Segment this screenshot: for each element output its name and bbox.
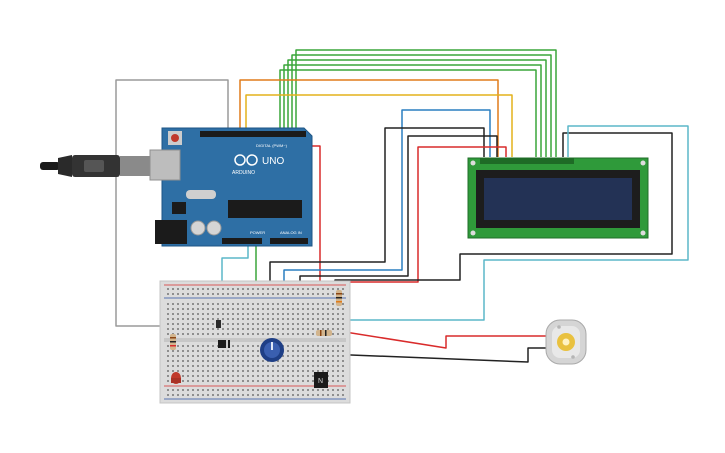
board-model-label: UNO — [262, 156, 284, 167]
capacitor-2 — [206, 220, 222, 236]
lcd-screen — [484, 178, 632, 220]
wire-cyan-lcd-right[interactable] — [328, 125, 689, 321]
dc-motor[interactable] — [545, 319, 587, 365]
wire-orange[interactable] — [239, 79, 499, 157]
wire-black-lcd-1[interactable] — [269, 127, 485, 300]
wire-green-1[interactable] — [279, 69, 537, 157]
lcd-16x2-display[interactable] — [467, 157, 649, 239]
mosfet-marking: N — [318, 378, 323, 385]
wire-green-4[interactable] — [291, 54, 552, 157]
board-brand-label: ARDUINO — [232, 170, 255, 176]
arduino-logo — [234, 154, 258, 166]
power-jack — [155, 220, 187, 244]
power-label: POWER — [250, 230, 265, 235]
resistor-1[interactable] — [170, 334, 176, 350]
wire-black-lcd-right[interactable] — [334, 132, 673, 300]
analog-header[interactable] — [270, 238, 308, 244]
wire-green-3[interactable] — [287, 59, 547, 157]
wire-usb-gray[interactable] — [115, 79, 229, 327]
wire-green-5[interactable] — [295, 49, 557, 157]
potentiometer[interactable] — [260, 338, 284, 362]
power-header[interactable] — [222, 238, 262, 244]
lcd-pin-header[interactable] — [480, 158, 574, 164]
wire-green-2[interactable] — [283, 64, 542, 157]
crystal — [186, 190, 216, 199]
capacitor-breadboard[interactable] — [216, 320, 221, 328]
resistor-3[interactable] — [316, 330, 332, 336]
breadboard[interactable] — [159, 280, 351, 404]
atmega-chip — [228, 200, 302, 218]
capacitor-1 — [190, 220, 206, 236]
breadboard-center-channel — [164, 338, 346, 342]
wire-black-lcd-2[interactable] — [299, 135, 498, 300]
usb-jack — [149, 149, 181, 181]
n-mosfet[interactable]: N — [314, 372, 328, 388]
resistor-2[interactable] — [336, 290, 342, 306]
diode[interactable] — [218, 340, 230, 348]
wire-black-motor[interactable] — [325, 347, 552, 363]
voltage-regulator — [172, 202, 186, 214]
digital-label: DIGITAL (PWM~) — [256, 143, 288, 148]
digital-header[interactable] — [200, 131, 306, 137]
breadboard-holes — [167, 288, 344, 396]
wire-red-motor[interactable] — [319, 327, 552, 349]
analog-label: ANALOG IN — [280, 230, 302, 235]
wire-cyan-power[interactable] — [221, 246, 249, 294]
arduino-uno-board[interactable]: ARDUINO UNO DIGITAL (PWM~) POWER ANALOG … — [149, 127, 313, 247]
red-led[interactable] — [171, 372, 181, 384]
wire-yellow[interactable] — [245, 94, 513, 157]
wire-blue-lcd[interactable] — [283, 109, 491, 300]
